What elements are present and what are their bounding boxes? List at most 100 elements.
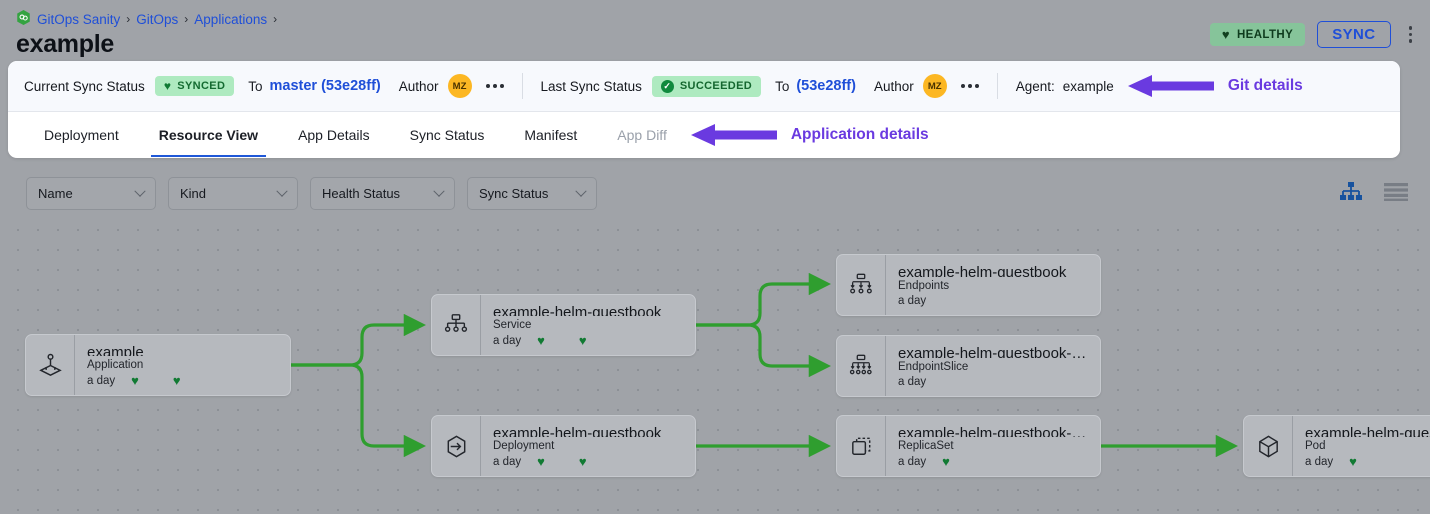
status-badge-health[interactable]: ♥ HEALTHY — [1209, 23, 1306, 46]
current-revision-link[interactable]: master (53e28ff) — [269, 78, 381, 94]
filter-bar: Name Kind Health Status Sync Status — [26, 177, 597, 210]
health-heart-icon: ♥ — [942, 454, 950, 469]
resource-node-title: example-helm-guestbook — [493, 304, 662, 316]
resource-node-body: example-helm-guestbook-74... ReplicaSet … — [885, 416, 1100, 476]
resource-node-endpoints[interactable]: example-helm-guestbook Endpoints a day — [836, 254, 1101, 316]
resource-node-meta: a day ♥ — [898, 455, 1090, 468]
resource-node-title: example-helm-guest — [1305, 425, 1430, 437]
resource-node-body: example Application a day ♥ ♥ — [74, 335, 290, 395]
health-heart-icon: ♥ — [537, 333, 545, 348]
breadcrumb: GitOps Sanity › GitOps › Applications › — [16, 9, 277, 29]
breadcrumb-separator: › — [273, 12, 278, 26]
health-heart-icon: ♥ — [1349, 454, 1357, 469]
breadcrumb-separator: › — [184, 12, 189, 26]
resource-node-kind: Pod — [1305, 440, 1326, 452]
resource-node-title: example-helm-guestbook — [898, 264, 1067, 277]
resource-node-age: a day — [87, 374, 116, 387]
gitops-hexagon-logo-icon — [16, 9, 31, 29]
current-author-label: Author — [398, 78, 439, 94]
filter-name-label: Name — [38, 186, 73, 201]
last-author-avatar[interactable]: MZ — [922, 74, 947, 98]
resource-node-age: a day — [1305, 455, 1334, 468]
current-author-avatar[interactable]: MZ — [447, 74, 472, 98]
resource-node-deployment[interactable]: example-helm-guestbook Deployment a day … — [431, 415, 696, 477]
resource-node-replicaset[interactable]: example-helm-guestbook-74... ReplicaSet … — [836, 415, 1101, 477]
resource-node-endpointslice[interactable]: example-helm-guestbook-ct... EndpointSli… — [836, 335, 1101, 397]
endpoints-icon — [837, 255, 885, 315]
last-to-label: To — [775, 78, 790, 94]
tabs-annotation: Application details — [687, 112, 949, 157]
tab-manifest[interactable]: Manifest — [524, 126, 578, 143]
filter-kind-label: Kind — [180, 186, 207, 201]
chevron-down-icon — [575, 185, 587, 197]
status-badge-label: HEALTHY — [1236, 28, 1294, 41]
breadcrumb-item-0[interactable]: GitOps Sanity — [37, 11, 121, 27]
kebab-menu-icon[interactable] — [1403, 22, 1419, 47]
breadcrumb-separator: › — [126, 12, 131, 26]
tab-sync-status[interactable]: Sync Status — [409, 126, 485, 143]
filter-name-select[interactable]: Name — [26, 177, 156, 210]
application-icon — [26, 335, 74, 395]
service-icon — [432, 295, 480, 355]
resource-node-meta: a day — [898, 376, 1090, 388]
filter-health-status-label: Health Status — [322, 186, 401, 201]
tab-deployment[interactable]: Deployment — [44, 126, 119, 143]
tree-view-icon[interactable] — [1340, 182, 1362, 202]
breadcrumb-item-1[interactable]: GitOps — [136, 11, 179, 27]
resource-node-age: a day — [493, 455, 522, 468]
resource-node-age: a day — [898, 455, 927, 468]
current-sync-status-label: Current Sync Status — [24, 78, 145, 94]
tab-app-diff: App Diff — [617, 126, 667, 143]
resource-node-meta: a day ♥ ♥ — [493, 455, 685, 468]
last-revision-link[interactable]: (53e28ff) — [796, 78, 856, 94]
resource-node-title: example-helm-guestbook — [493, 425, 662, 437]
tab-resource-view[interactable]: Resource View — [139, 112, 278, 157]
last-sync-status-chip-label: SUCCEEDED — [679, 80, 753, 92]
resource-tree-edges — [291, 272, 1239, 458]
resource-node-meta: a day ♥ ♥ — [87, 374, 280, 387]
current-sync-status-chip-label: SYNCED — [177, 80, 226, 92]
filter-health-status-select[interactable]: Health Status — [310, 177, 455, 210]
left-arrow-annotation-icon — [690, 123, 777, 147]
resource-node-pod[interactable]: example-helm-guest Pod a day ♥ — [1243, 415, 1430, 477]
heart-icon: ♥ — [1221, 27, 1230, 42]
tab-bar: Deployment Resource View App Details Syn… — [8, 112, 1400, 157]
resource-node-title: example-helm-guestbook-74... — [898, 425, 1090, 437]
current-ellipsis-icon[interactable] — [485, 84, 504, 88]
resource-node-age: a day — [493, 334, 522, 347]
sync-heart-icon: ♥ — [578, 333, 587, 348]
tab-app-details[interactable]: App Details — [298, 126, 370, 143]
resource-node-service[interactable]: example-helm-guestbook Service a day ♥ ♥ — [431, 294, 696, 356]
sync-button[interactable]: SYNC — [1317, 21, 1391, 48]
resource-node-kind: Endpoints — [898, 280, 950, 292]
breadcrumb-item-2[interactable]: Applications — [194, 11, 268, 27]
chevron-down-icon — [134, 185, 146, 197]
filter-sync-status-label: Sync Status — [479, 186, 549, 201]
resource-node-body: example-helm-guest Pod a day ♥ — [1292, 416, 1430, 476]
resource-node-kind: ReplicaSet — [898, 440, 954, 452]
page-title: example — [16, 30, 114, 58]
resource-node-kind: EndpointSlice — [898, 361, 969, 373]
replicaset-icon — [837, 416, 885, 476]
resource-node-meta: a day ♥ ♥ — [493, 334, 685, 347]
health-heart-icon: ♥ — [537, 454, 545, 469]
resource-node-kind: Application — [87, 359, 144, 371]
last-sync-status-label: Last Sync Status — [540, 78, 642, 94]
resource-node-kind: Service — [493, 319, 532, 331]
divider — [996, 73, 998, 99]
current-sync-status-chip: ♥ SYNCED — [154, 76, 235, 96]
view-toggle-group — [1340, 182, 1408, 202]
resource-node-application[interactable]: example Application a day ♥ ♥ — [25, 334, 291, 396]
last-ellipsis-icon[interactable] — [960, 84, 979, 88]
filter-sync-status-select[interactable]: Sync Status — [467, 177, 597, 210]
left-arrow-annotation-icon — [1127, 74, 1214, 98]
list-view-icon[interactable] — [1384, 183, 1408, 201]
resource-node-meta: a day — [898, 295, 1090, 307]
resource-tree-canvas[interactable]: example Application a day ♥ ♥ example-he… — [0, 214, 1430, 514]
git-details-annotation-label: Git details — [1227, 77, 1303, 94]
filter-kind-select[interactable]: Kind — [168, 177, 298, 210]
resource-node-age: a day — [898, 295, 927, 307]
deployment-icon — [432, 416, 480, 476]
pod-icon — [1244, 416, 1292, 476]
